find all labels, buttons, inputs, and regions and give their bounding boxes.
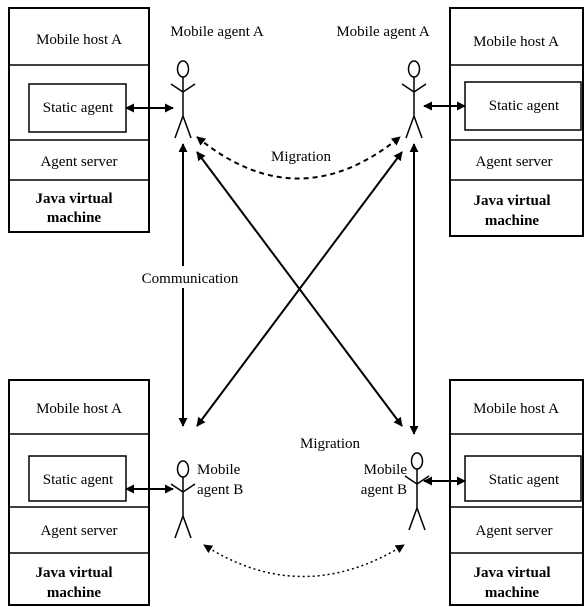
agent-label-bottom-right-line2: agent B [361,482,407,498]
static-agent-label: Static agent [489,472,560,488]
stick-figure-icon-top-right [401,60,427,139]
jvm-label-line2: machine [485,213,540,229]
jvm-label-line1: Java virtual [473,565,550,581]
jvm-label-line1: Java virtual [35,565,112,581]
host-label: Mobile host A [36,32,122,48]
agent-label-bottom-right-line1: Mobile [364,462,408,478]
migration-label-top: Migration [271,149,331,165]
agent-server-label: Agent server [475,523,552,539]
migration-dashed-arrow-top [196,136,401,180]
migration-label-middle: Migration [300,436,360,452]
stick-figure-icon-bottom-left [170,460,196,539]
agent-server-label: Agent server [40,523,117,539]
static-agent-label: Static agent [43,100,114,116]
jvm-label-line2: machine [47,585,102,601]
communication-label-bg [128,266,252,288]
host-box-top-left: Mobile host A Static agent Agent server … [8,7,150,233]
agent-label-bottom-left-line2: agent B [197,482,243,498]
agent-label-top-right: Mobile agent A [336,24,429,40]
jvm-label-line2: machine [485,585,540,601]
static-agent-label: Static agent [43,472,114,488]
communication-label: Communication [142,271,239,287]
host-label: Mobile host A [36,401,122,417]
host-box-bottom-right: Mobile host A Static agent Agent server … [449,379,584,606]
static-agent-label: Static agent [489,98,560,114]
stick-figure-icon-bottom-right [404,452,430,531]
host-label: Mobile host A [473,401,559,417]
host-box-bottom-left: Mobile host A Static agent Agent server … [8,379,150,606]
migration-dotted-arrow-bottom [203,544,405,578]
host-box-top-right: Mobile host A Static agent Agent server … [449,7,584,237]
jvm-label-line2: machine [47,210,102,226]
jvm-label-line1: Java virtual [35,191,112,207]
diagonal-arrow-topright-bottomleft [196,151,403,427]
agent-server-label: Agent server [475,154,552,170]
agent-label-bottom-left-line1: Mobile [197,462,241,478]
jvm-label-line1: Java virtual [473,193,550,209]
host-label: Mobile host A [473,34,559,50]
agent-label-top-left: Mobile agent A [170,24,263,40]
agent-server-label: Agent server [40,154,117,170]
stick-figure-icon-top-left [170,60,196,139]
